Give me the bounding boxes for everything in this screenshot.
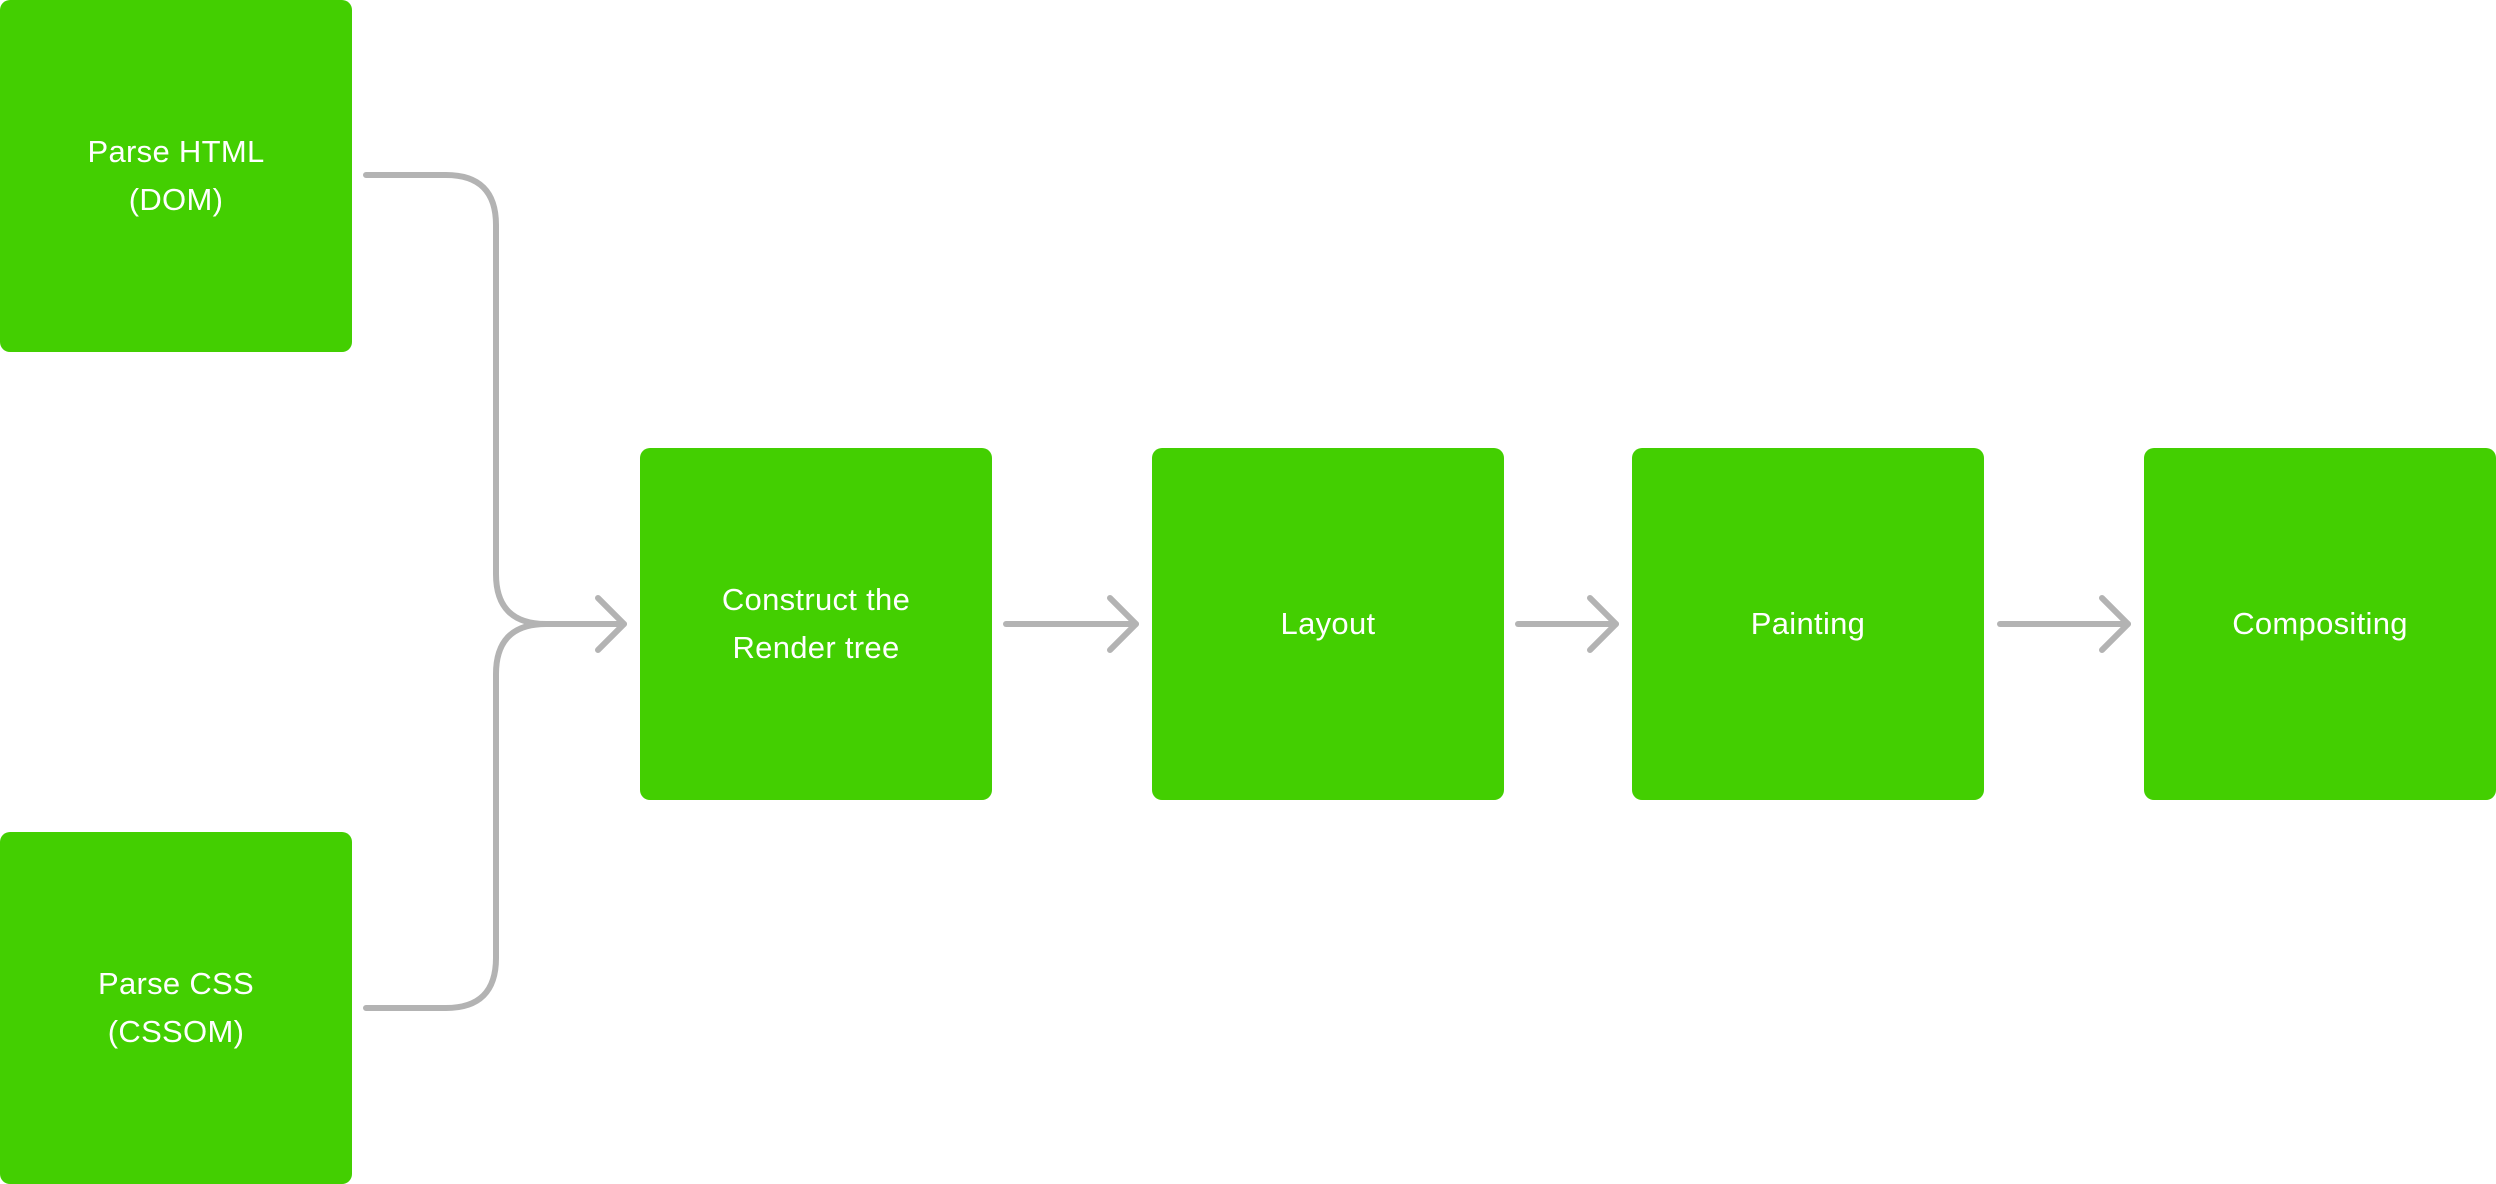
arrow-head-icon	[595, 595, 627, 653]
painting-label: Painting	[1750, 606, 1866, 641]
arrow-head-icon	[1587, 595, 1619, 653]
arrow-head-icon	[1107, 595, 1139, 653]
painting-box: Painting	[1632, 448, 1984, 800]
render-tree-box: Construct the Render tree	[640, 448, 992, 800]
parse-html-box: Parse HTML (DOM)	[0, 0, 352, 352]
parse-css-box: Parse CSS (CSSOM)	[0, 832, 352, 1184]
render-tree-label: Construct the Render tree	[721, 582, 911, 665]
layout-box: Layout	[1152, 448, 1504, 800]
layout-label: Layout	[1280, 606, 1376, 641]
merge-line-html	[363, 172, 549, 627]
parse-css-label: Parse CSS (CSSOM)	[97, 966, 255, 1049]
parse-html-label: Parse HTML (DOM)	[87, 134, 265, 217]
compositing-label: Compositing	[2232, 606, 2408, 641]
arrow-head-icon	[2099, 595, 2131, 653]
compositing-box: Compositing	[2144, 448, 2496, 800]
merge-line-css	[363, 621, 549, 1011]
